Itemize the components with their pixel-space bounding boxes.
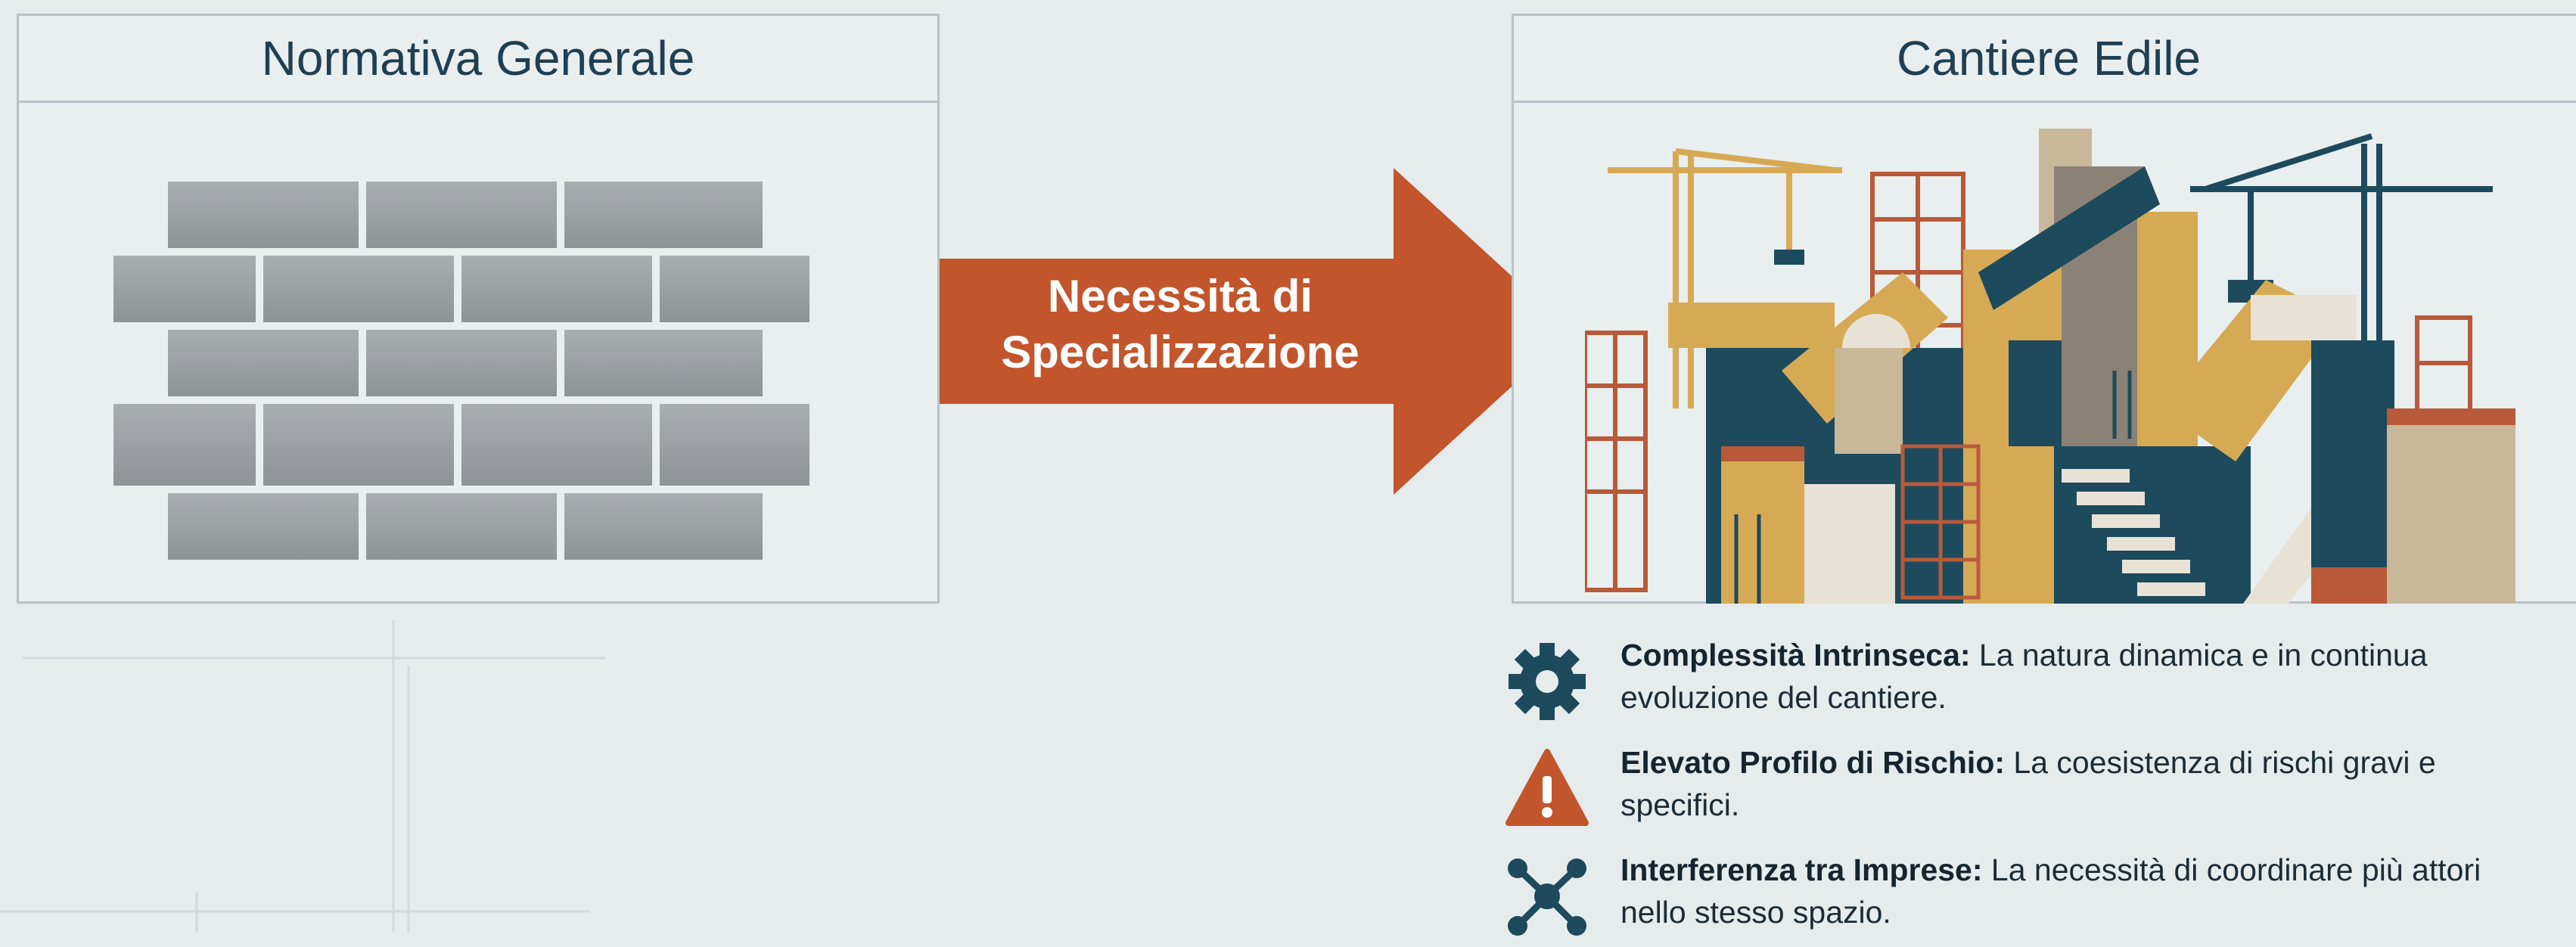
feature-title-complexity: Complessità Intrinseca: — [1620, 638, 1971, 672]
feature-item-risk: Elevato Profilo di Rischio: La coesisten… — [1506, 741, 2576, 840]
feature-item-interference: Interferenza tra Imprese: La necessità d… — [1506, 849, 2576, 947]
feature-desc-interference-line1: La necessità di coordinare più attori — [1982, 852, 2481, 887]
feature-text-interference: Interferenza tra Imprese: La necessità d… — [1620, 849, 2574, 933]
arrow-label-line2: Specializzazione — [1001, 327, 1359, 377]
feature-desc-risk-line2: specifici. — [1620, 787, 1740, 822]
specialization-arrow — [940, 168, 1572, 495]
feature-text-complexity: Complessità Intrinseca: La natura dinami… — [1620, 634, 2574, 719]
brick-wall-illustration — [113, 182, 809, 560]
arrow-label: Necessità di Specializzazione — [976, 269, 1384, 380]
feature-text-risk: Elevato Profilo di Rischio: La coesisten… — [1620, 741, 2574, 826]
construction-site-illustration — [1585, 129, 2515, 604]
feature-item-complexity: Complessità Intrinseca: La natura dinami… — [1506, 634, 2576, 732]
panel-title-general-regulation: Normativa Generale — [19, 16, 937, 103]
gear-icon — [1509, 643, 1586, 720]
feature-desc-interference-line2: nello stesso spazio. — [1620, 895, 1891, 930]
warning-icon — [1506, 749, 1589, 826]
feature-title-risk: Elevato Profilo di Rischio: — [1620, 745, 2006, 780]
feature-desc-risk-line1: La coesistenza di rischi gravi e — [2005, 745, 2436, 780]
panel-title-construction-site: Cantiere Edile — [1514, 16, 2576, 103]
feature-desc-complexity-line1: La natura dinamica e in continua — [1970, 638, 2428, 672]
arrow-label-line1: Necessità di — [1047, 271, 1313, 321]
network-icon — [1508, 859, 1586, 936]
feature-desc-complexity-line2: evoluzione del cantiere. — [1620, 680, 1947, 715]
feature-title-interference: Interferenza tra Imprese: — [1620, 852, 1983, 887]
